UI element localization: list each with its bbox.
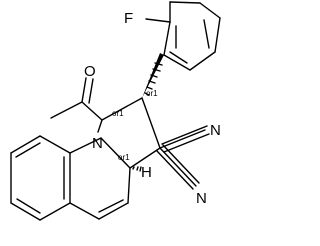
c-f-bond (145, 18, 171, 23)
benzo-ring (10, 135, 71, 221)
ring-nitrogen-label: N (92, 135, 103, 152)
nitrile-group-2 (156, 144, 200, 190)
aromatic-double-bond (203, 19, 210, 49)
nitrile-1-nitrogen-label: N (210, 122, 221, 139)
fluorophenyl-ring (163, 1, 221, 71)
aromatic-double-bond (15, 142, 41, 158)
stereo-label-c3a: or1 (118, 153, 130, 162)
nitrile-2-nitrogen-label: N (196, 190, 207, 207)
carbonyl-oxygen-label: O (84, 63, 96, 80)
aromatic-double-bond (169, 51, 188, 64)
dihydropyridine-ring (69, 137, 131, 220)
nitrile-group-1 (159, 125, 210, 153)
fluorine-atom-label: F (124, 10, 133, 27)
chemical-structure: F O N or1 or1 or1 N (10, 1, 221, 221)
bridgehead-hydrogen-label: H (141, 164, 152, 181)
pyrrolidine-ring (97, 97, 161, 169)
stereo-label-c1: or1 (112, 109, 124, 118)
stereo-label-c2: or1 (146, 89, 158, 98)
aromatic-double-bond (16, 198, 41, 214)
acetyl-group (50, 77, 103, 121)
hashed-wedge-c2-aryl (144, 62, 163, 96)
hashed-bond-c3a-h (132, 166, 142, 172)
